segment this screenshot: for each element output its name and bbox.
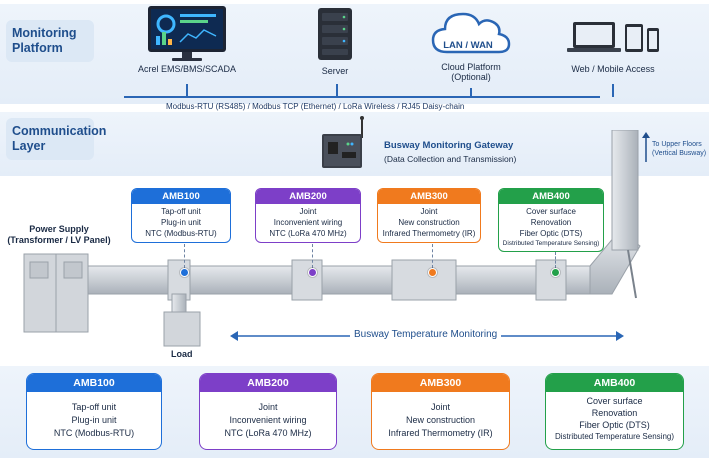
bus-drop-cloud — [470, 88, 472, 97]
web-label: Web / Mobile Access — [571, 64, 655, 74]
summary-card-title: AMB300 — [372, 374, 509, 392]
communication-layer-label: Communication Layer — [6, 118, 106, 160]
protocol-list: Modbus-RTU (RS485) / Modbus TCP (Etherne… — [166, 102, 465, 111]
summary-card-line: Fiber Optic (DTS) — [579, 420, 650, 430]
sensor-card-line: Fiber Optic (DTS) — [519, 229, 583, 238]
summary-card-title: AMB200 — [200, 374, 336, 392]
devices-icon — [567, 22, 659, 52]
bus-drop-web — [612, 84, 614, 97]
cloud-label: Cloud Platform — [441, 62, 501, 72]
cloud-node: LAN / WAN Cloud Platform (Optional) — [426, 6, 516, 82]
sensor-card-line: Inconvenient wiring — [273, 218, 343, 227]
sensor-card-line: NTC (LoRa 470 MHz) — [269, 229, 347, 238]
sensor-dot-amb200 — [308, 268, 317, 277]
load-label: Load — [171, 349, 193, 359]
sensor-card-title: AMB100 — [132, 189, 230, 204]
sensor-card-line: Plug-in unit — [160, 218, 202, 227]
summary-card-line: Infrared Thermometry (IR) — [388, 428, 493, 438]
cloud-lan-text: LAN / WAN — [443, 40, 493, 51]
sensor-card-title: AMB300 — [378, 189, 480, 204]
sensor-card-line: New construction — [398, 218, 460, 227]
cloud-sub: (Optional) — [451, 72, 491, 82]
sensor-stem — [184, 244, 185, 268]
sensor-stem — [312, 244, 313, 268]
sensor-card-line: Tap-off unit — [161, 207, 201, 216]
summary-card-line: NTC (LoRa 470 MHz) — [224, 428, 312, 438]
sensor-dot-amb300 — [428, 268, 437, 277]
power-supply-label: Power Supply (Transformer / LV Panel) — [7, 224, 111, 245]
bus-drop-ems — [186, 84, 188, 97]
sensor-card-line: Joint — [420, 207, 438, 216]
summary-card-line: Distributed Temperature Sensing) — [554, 432, 675, 441]
sensor-card-line: Renovation — [530, 218, 572, 227]
sensor-stem — [432, 244, 433, 268]
communication-bus-line — [124, 96, 600, 98]
sensor-dot-amb400 — [551, 268, 560, 277]
summary-card-line: Cover surface — [586, 396, 643, 406]
summary-card-line: Joint — [430, 402, 450, 412]
sensor-card-title: AMB200 — [256, 189, 360, 204]
monitoring-label: Busway Temperature Monitoring — [350, 329, 502, 340]
summary-card-line: Inconvenient wiring — [229, 415, 307, 425]
up-arrow-icon — [642, 132, 650, 162]
server-label: Server — [321, 66, 349, 76]
cloud-icon — [431, 12, 511, 54]
summary-card-line: Renovation — [591, 408, 638, 418]
server-node: Server — [305, 8, 365, 76]
communication-layer-text: Communication Layer — [12, 124, 107, 153]
gateway-icon — [322, 116, 364, 168]
summary-card-title: AMB100 — [27, 374, 161, 392]
summary-card-line: NTC (Modbus-RTU) — [53, 428, 135, 438]
busway-drawing — [23, 130, 641, 347]
ems-node: Acrel EMS/BMS/SCADA — [132, 6, 242, 74]
sensor-card-line: Joint — [299, 207, 317, 216]
upper-floors-label: To Upper Floors (Vertical Busway) — [652, 141, 707, 157]
monitoring-platform-band — [0, 4, 709, 104]
web-node: Web / Mobile Access — [558, 18, 668, 74]
gateway-title: Busway Monitoring Gateway — [384, 140, 514, 151]
sensor-card-title: AMB400 — [499, 189, 603, 204]
sensor-card-line: NTC (Modbus-RTU) — [145, 229, 217, 238]
summary-card-line: New construction — [405, 415, 476, 425]
ems-label: Acrel EMS/BMS/SCADA — [137, 64, 237, 74]
summary-card-line: Tap-off unit — [71, 402, 117, 412]
server-icon — [318, 8, 352, 60]
monitoring-platform-text: Monitoring Platform — [12, 26, 77, 55]
sensor-card-line: Distributed Temperature Sensing) — [502, 240, 600, 247]
sensor-stem — [555, 252, 556, 268]
monitoring-platform-label: Monitoring Platform — [6, 20, 94, 62]
sensor-dot-amb100 — [180, 268, 189, 277]
sensor-card-line: Infrared Thermometry (IR) — [382, 229, 476, 238]
gateway-subtitle: (Data Collection and Transmission) — [384, 154, 517, 164]
summary-card-title: AMB400 — [546, 374, 683, 392]
summary-card-line: Plug-in unit — [71, 415, 117, 425]
bus-drop-server — [336, 84, 338, 97]
monitor-icon — [148, 6, 226, 61]
summary-card-line: Joint — [258, 402, 278, 412]
sensor-card-line: Cover surface — [526, 207, 576, 216]
